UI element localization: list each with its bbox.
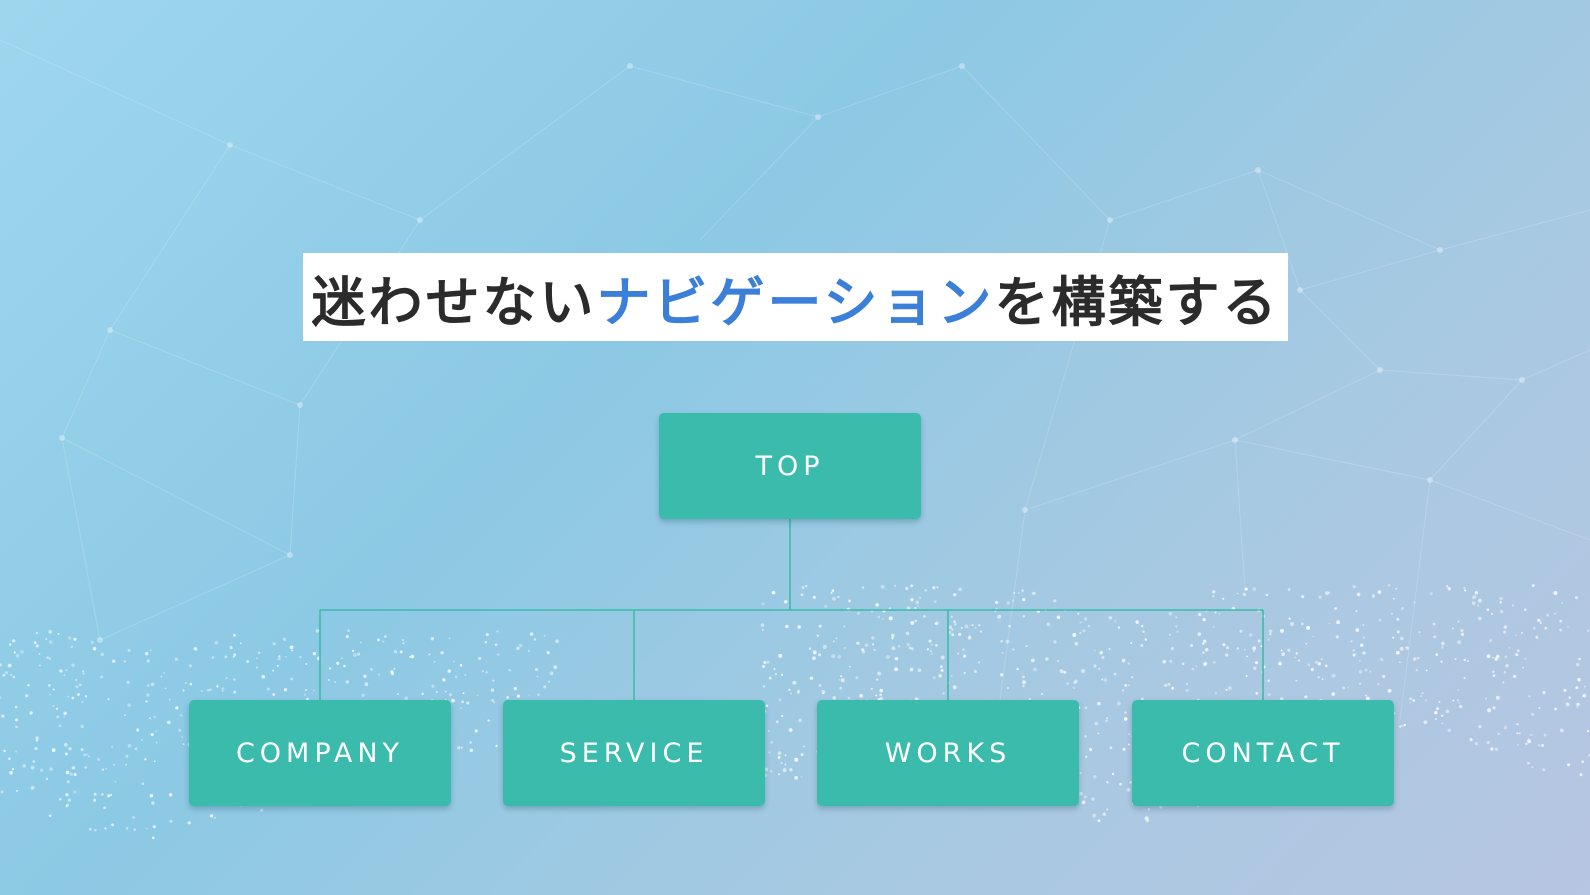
title-text-after: を構築する <box>994 270 1280 334</box>
nav-node-service-label: SERVICE <box>559 737 709 769</box>
title-text-before: 迷わせない <box>311 270 597 334</box>
nav-node-contact-label: CONTACT <box>1181 737 1345 769</box>
nav-node-works[interactable]: WORKS <box>817 700 1079 806</box>
nav-node-works-label: WORKS <box>884 737 1012 769</box>
page-title: 迷わせないナビゲーションを構築する <box>303 253 1288 341</box>
nav-node-contact[interactable]: CONTACT <box>1132 700 1394 806</box>
title-text-highlight: ナビゲーション <box>596 270 995 334</box>
nav-node-service[interactable]: SERVICE <box>503 700 765 806</box>
nav-node-top[interactable]: TOP <box>659 413 921 519</box>
nav-node-company[interactable]: COMPANY <box>189 700 451 806</box>
nav-node-company-label: COMPANY <box>235 737 405 769</box>
nav-node-top-label: TOP <box>755 450 825 482</box>
